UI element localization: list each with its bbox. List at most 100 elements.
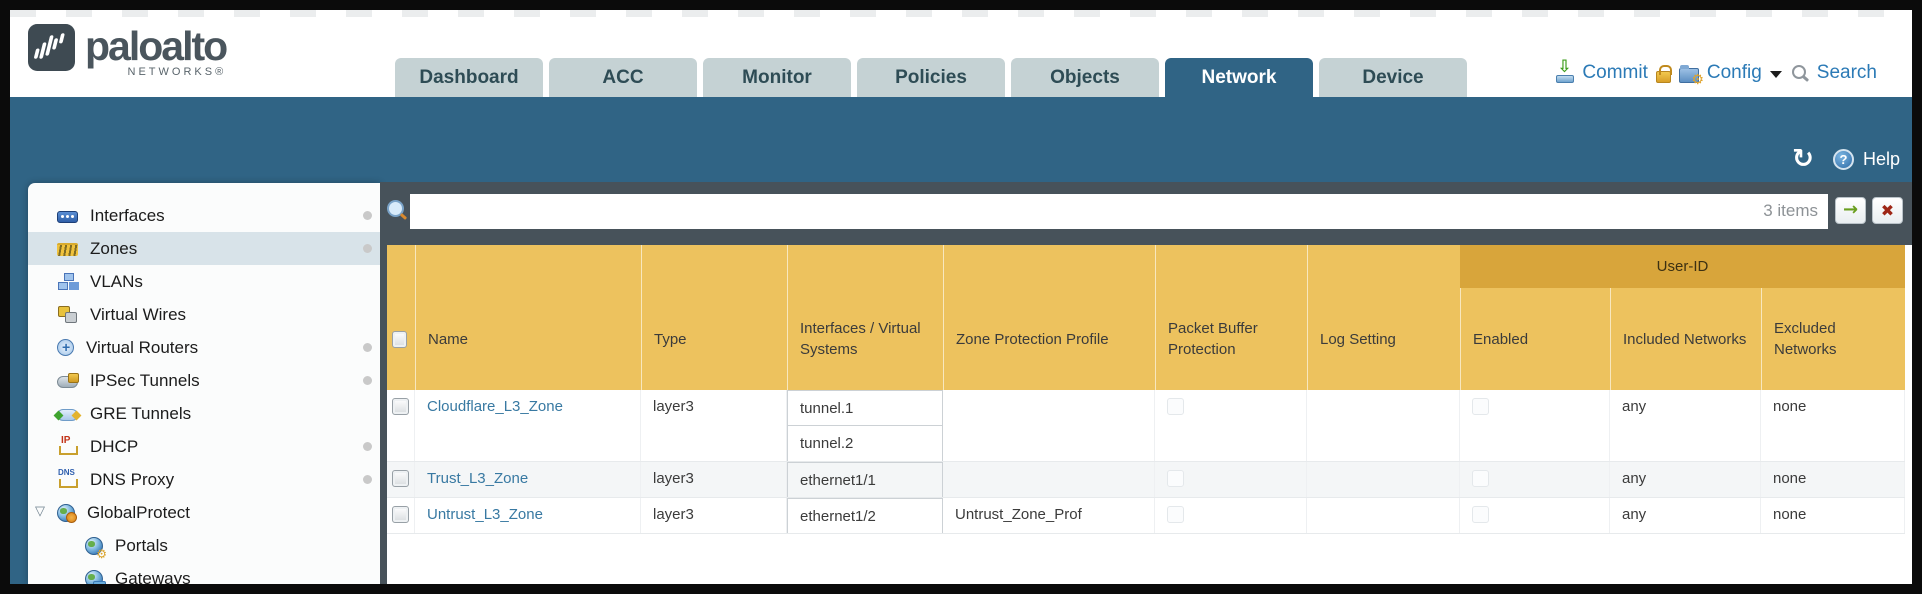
cell-log-setting: [1307, 462, 1460, 497]
zones-icon: [57, 243, 78, 256]
cell-select: [387, 390, 415, 461]
dhcp-icon: [57, 435, 78, 455]
item-count-dot: [363, 211, 372, 220]
chevron-down-icon[interactable]: [1769, 70, 1782, 78]
zone-name-link[interactable]: Trust_L3_Zone: [427, 470, 529, 487]
cell-type: layer3: [641, 498, 787, 533]
tab-dashboard[interactable]: Dashboard: [395, 58, 543, 97]
row-checkbox[interactable]: [392, 470, 409, 487]
sidebar-item-portals[interactable]: Portals: [28, 529, 380, 562]
column-header-excluded-networks[interactable]: Excluded Networks: [1761, 245, 1905, 390]
column-header-enabled[interactable]: Enabled: [1460, 245, 1610, 390]
clear-filter-button[interactable]: [1872, 197, 1903, 224]
sidebar-item-label: Virtual Wires: [90, 304, 187, 324]
sidebar-item-globalprotect[interactable]: GlobalProtect: [28, 496, 380, 529]
gateways-icon: [85, 569, 106, 584]
zone-name-link[interactable]: Cloudflare_L3_Zone: [427, 398, 563, 415]
row-checkbox[interactable]: [392, 398, 409, 415]
packet-buffer-checkbox: [1167, 506, 1184, 523]
table-row[interactable]: Trust_L3_Zone layer3 ethernet1/1 any non…: [387, 462, 1905, 498]
filter-toolbar: 3 items: [380, 182, 1912, 245]
cell-log-setting: [1307, 498, 1460, 533]
sidebar-item-gre-tunnels[interactable]: GRE Tunnels: [28, 397, 380, 430]
packet-buffer-checkbox: [1167, 470, 1184, 487]
top-dashed-divider: [10, 10, 1912, 17]
zone-name-link[interactable]: Untrust_L3_Zone: [427, 506, 543, 523]
dns-proxy-icon: [57, 468, 78, 488]
cell-packet-buffer-protection: [1155, 390, 1307, 461]
sidebar-item-label: Virtual Routers: [86, 337, 199, 357]
content-area: Interfaces Zones VLANs Virtual Wires Vir…: [10, 182, 1912, 584]
cell-zone-protection-profile: Untrust_Zone_Prof: [943, 498, 1155, 533]
globalprotect-icon: [57, 503, 77, 523]
sidebar-item-interfaces[interactable]: Interfaces: [28, 199, 380, 232]
interface-subcell: ethernet1/1: [787, 462, 943, 497]
help-icon[interactable]: [1832, 148, 1854, 170]
tab-monitor[interactable]: Monitor: [703, 58, 851, 97]
search-icon: [1791, 64, 1809, 82]
column-header-zone-protection-profile[interactable]: Zone Protection Profile: [943, 245, 1155, 390]
filter-input-box: 3 items: [410, 194, 1828, 229]
paloalto-logo-icon: [28, 24, 75, 76]
packet-buffer-checkbox: [1167, 398, 1184, 415]
paloalto-logo: paloalto NETWORKS®: [28, 23, 228, 78]
ipsec-tunnels-icon: [57, 372, 79, 388]
cell-enabled: [1460, 498, 1610, 533]
zones-main-panel: 3 items Name Type Interfaces / Virtual S…: [380, 182, 1912, 584]
sidebar-item-ipsec-tunnels[interactable]: IPSec Tunnels: [28, 364, 380, 397]
column-header-interfaces[interactable]: Interfaces / Virtual Systems: [787, 245, 943, 390]
commit-link[interactable]: Commit: [1582, 62, 1648, 83]
tab-acc[interactable]: ACC: [549, 58, 697, 97]
refresh-icon[interactable]: [1792, 148, 1814, 170]
paloalto-wordmark: paloalto NETWORKS®: [85, 23, 228, 78]
cell-name: Cloudflare_L3_Zone: [415, 390, 641, 461]
primary-tabs: Dashboard ACC Monitor Policies Objects N…: [395, 58, 1473, 97]
item-count-dot: [363, 244, 372, 253]
collapse-triangle-icon[interactable]: [35, 503, 45, 519]
sidebar-item-vlans[interactable]: VLANs: [28, 265, 380, 298]
tab-network[interactable]: Network: [1165, 58, 1313, 97]
column-header-log-setting[interactable]: Log Setting: [1307, 245, 1460, 390]
column-header-included-networks[interactable]: Included Networks: [1610, 245, 1761, 390]
cell-log-setting: [1307, 390, 1460, 461]
cell-interfaces: tunnel.1 tunnel.2: [787, 390, 943, 461]
sidebar-item-dhcp[interactable]: DHCP: [28, 430, 380, 463]
sidebar-item-virtual-wires[interactable]: Virtual Wires: [28, 298, 380, 331]
item-count-dot: [363, 376, 372, 385]
cell-zone-protection-profile: [943, 462, 1155, 497]
sidebar-item-label: Interfaces: [90, 205, 165, 225]
cell-excluded-networks: none: [1761, 462, 1905, 497]
apply-filter-button[interactable]: [1835, 197, 1866, 224]
user-id-group-header: User-ID: [1460, 245, 1905, 288]
cell-select: [387, 462, 415, 497]
sidebar-item-dns-proxy[interactable]: DNS Proxy: [28, 463, 380, 496]
cell-select: [387, 498, 415, 533]
table-row[interactable]: Cloudflare_L3_Zone layer3 tunnel.1 tunne…: [387, 390, 1905, 462]
tab-policies[interactable]: Policies: [857, 58, 1005, 97]
cell-included-networks: any: [1610, 390, 1761, 461]
filter-input[interactable]: [410, 194, 1828, 229]
enabled-checkbox: [1472, 470, 1489, 487]
column-header-select-all: [387, 245, 415, 390]
select-all-checkbox[interactable]: [392, 330, 407, 348]
column-header-name[interactable]: Name: [415, 245, 641, 390]
row-checkbox[interactable]: [392, 506, 409, 523]
tab-device[interactable]: Device: [1319, 58, 1467, 97]
cell-enabled: [1460, 390, 1610, 461]
sidebar-item-gateways[interactable]: Gateways: [28, 562, 380, 584]
sidebar-item-virtual-routers[interactable]: Virtual Routers: [28, 331, 380, 364]
config-link[interactable]: Config: [1706, 62, 1762, 83]
brand-name: paloalto: [85, 23, 228, 69]
column-header-type[interactable]: Type: [641, 245, 787, 390]
help-link[interactable]: Help: [1862, 148, 1900, 169]
item-count-dot: [363, 343, 372, 352]
lock-icon[interactable]: [1655, 64, 1672, 83]
cell-excluded-networks: none: [1761, 498, 1905, 533]
table-row[interactable]: Untrust_L3_Zone layer3 ethernet1/2 Untru…: [387, 498, 1905, 534]
column-header-packet-buffer-protection[interactable]: Packet Buffer Protection: [1155, 245, 1307, 390]
cell-included-networks: any: [1610, 462, 1761, 497]
search-link[interactable]: Search: [1816, 62, 1877, 83]
tab-objects[interactable]: Objects: [1011, 58, 1159, 97]
vlans-icon: [57, 273, 78, 290]
sidebar-item-zones[interactable]: Zones: [28, 232, 380, 265]
